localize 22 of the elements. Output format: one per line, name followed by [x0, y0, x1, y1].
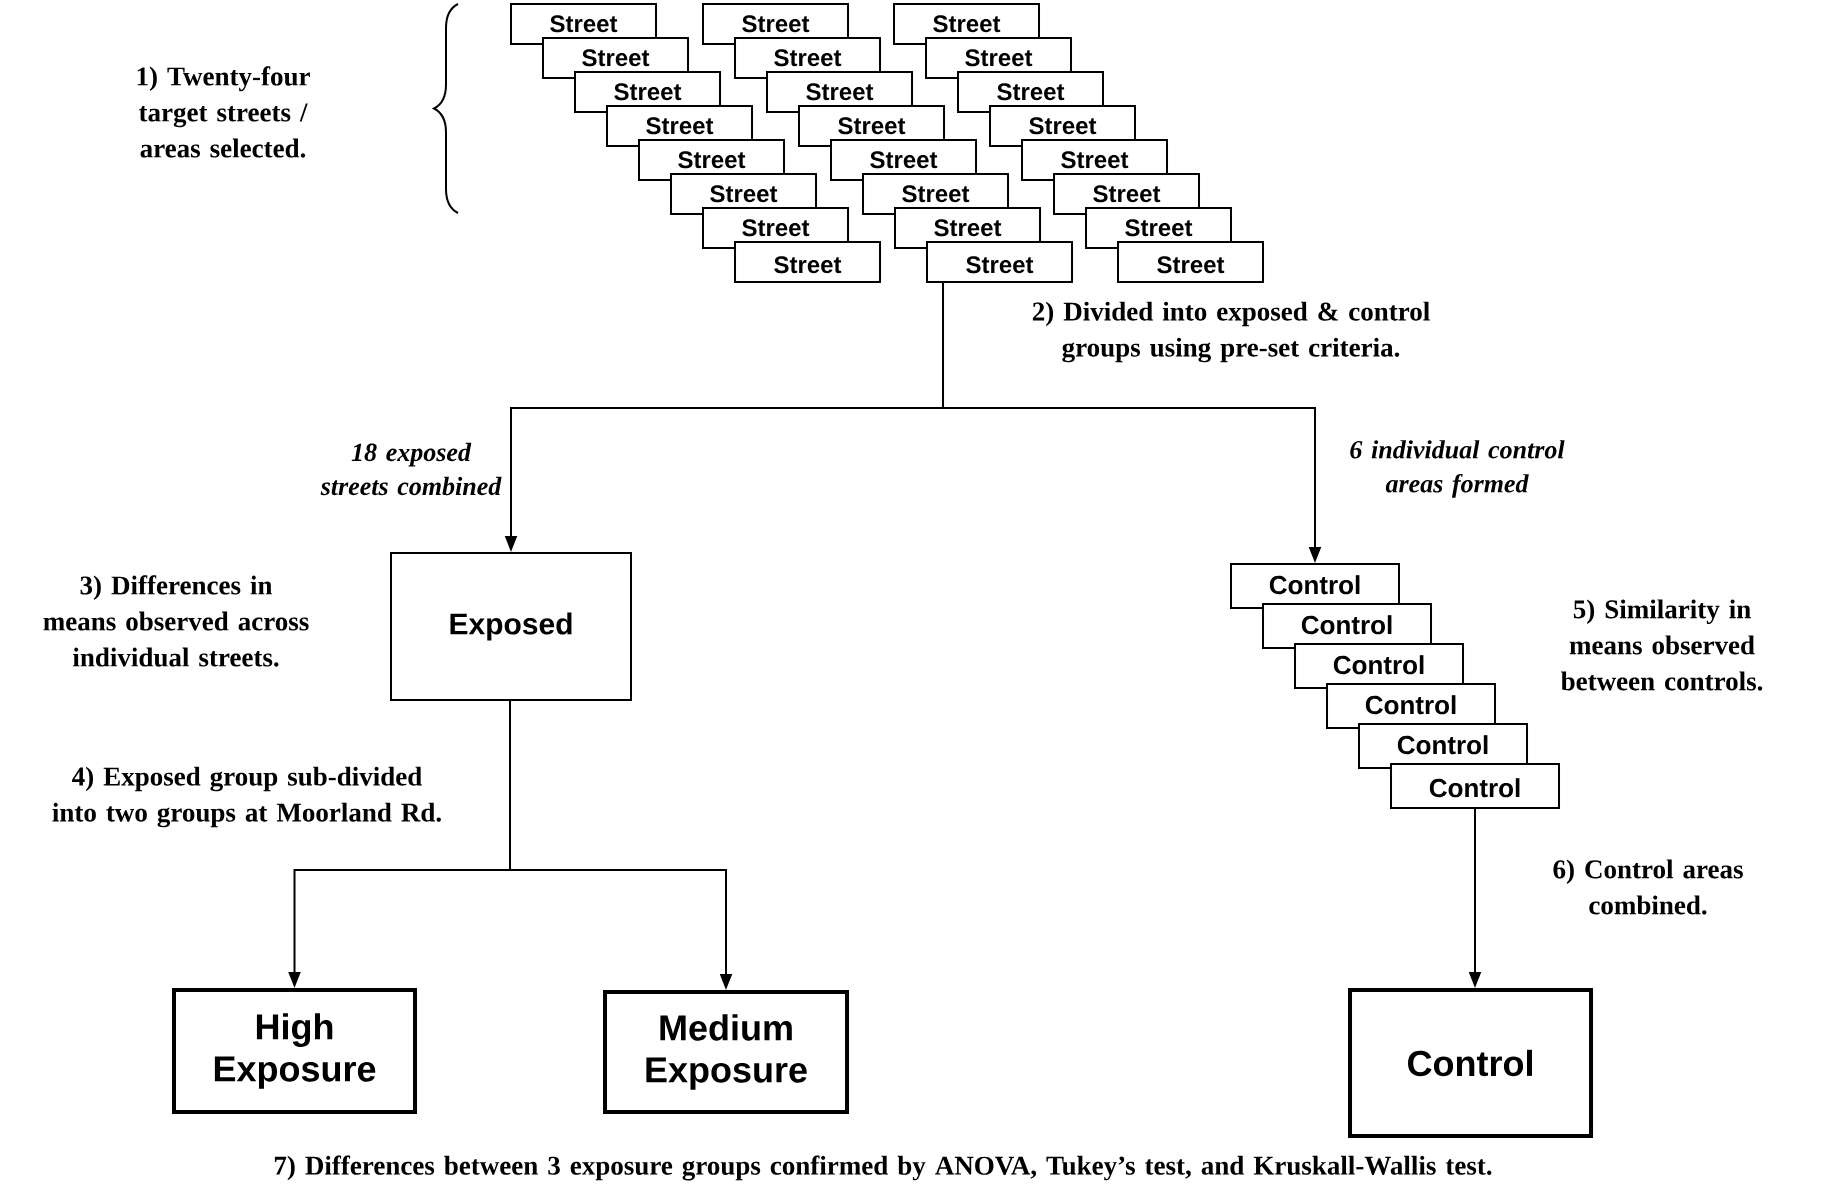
step-note: 5) Similarity in means observed between controls. — [1561, 599, 1763, 691]
control-box: Control — [1294, 643, 1464, 689]
control-box: Control — [1358, 723, 1528, 769]
control-box: Control — [1390, 763, 1560, 809]
step-note: 1) Twenty-four target streets / areas selected. — [137, 66, 310, 158]
step-note: 4) Exposed group sub-divided into two groups at Moorland Rd. — [52, 766, 441, 828]
edge-label: 18 exposed streets combined — [320, 442, 502, 496]
street-box: Street — [926, 241, 1073, 283]
step-note: 6) Control areas combined. — [1553, 859, 1743, 915]
group-box: Medium Exposure — [603, 990, 849, 1114]
step-note: 2) Divided into exposed & control groups using pre-set criteria. — [1032, 301, 1430, 363]
step-note: 7) Differences between 3 exposure groups confirmed by ANOVA, Tukey’s test, and Kruskall-Wallis test. — [274, 1155, 1492, 1181]
control-box: Control — [1326, 683, 1496, 729]
street-box: Street — [734, 241, 881, 283]
edge-label: 6 individual control areas formed — [1350, 440, 1565, 498]
group-box: High Exposure — [172, 988, 417, 1114]
step-note: 3) Differences in means observed across individual streets. — [43, 575, 309, 667]
control-box: Control — [1262, 603, 1432, 649]
group-box: Exposed — [390, 552, 632, 701]
group-box: Control — [1348, 988, 1593, 1138]
control-box: Control — [1230, 563, 1400, 609]
street-box: Street — [1117, 241, 1264, 283]
